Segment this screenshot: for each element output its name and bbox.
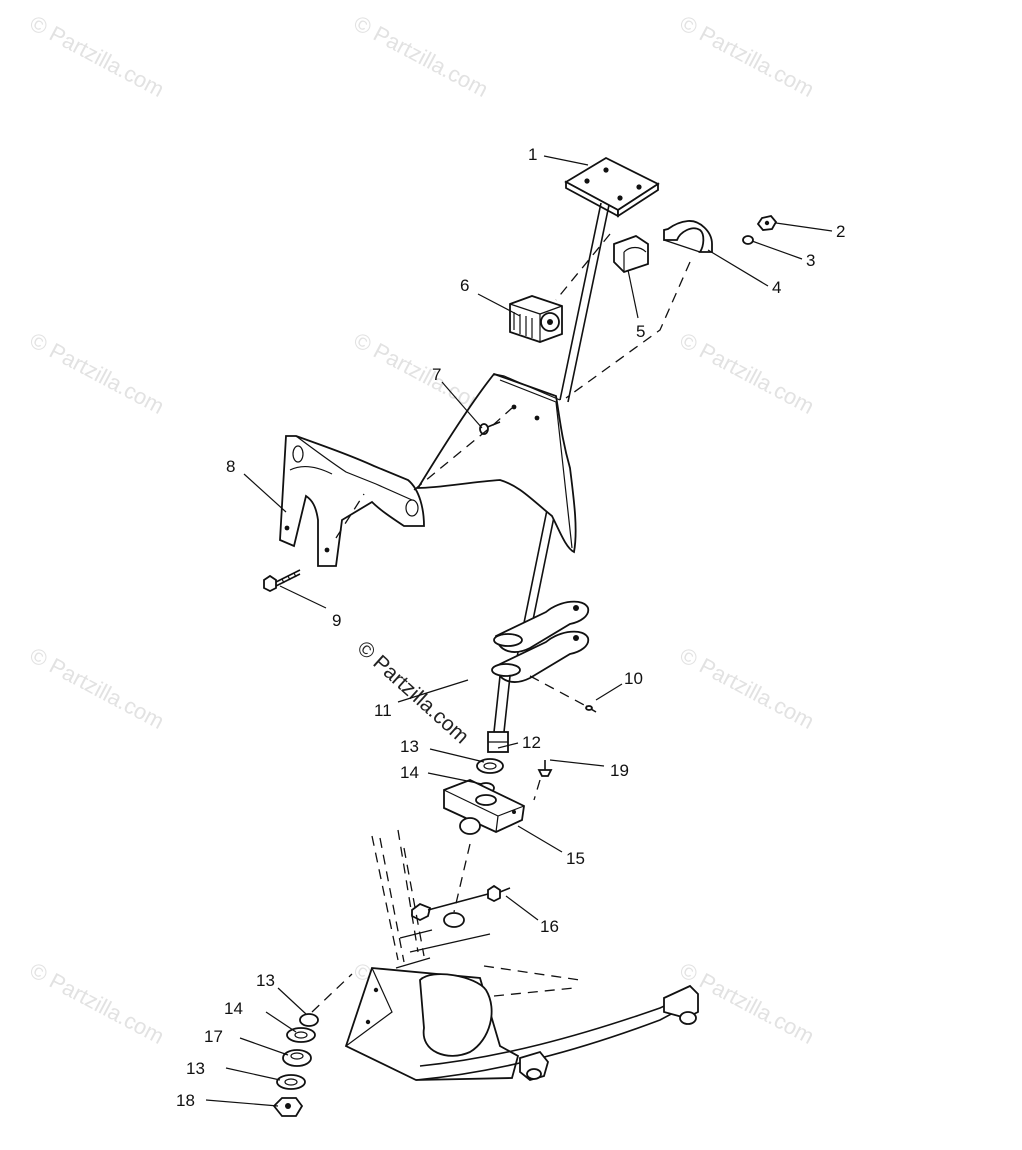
callout-7: 7 xyxy=(432,365,441,384)
clamp-part xyxy=(663,220,713,253)
washer-part xyxy=(742,235,754,245)
washer-upper xyxy=(476,758,504,774)
watermark-text: © Partzilla.com xyxy=(676,10,819,102)
watermark-text: © Partzilla.com xyxy=(350,10,493,102)
callout-12: 12 xyxy=(522,733,541,752)
castle-nut-part xyxy=(282,1049,312,1067)
callout-19: 19 xyxy=(610,761,629,780)
watermark-center: © Partzilla.com xyxy=(353,637,474,749)
callout-10: 10 xyxy=(624,669,643,688)
callout-1: 1 xyxy=(528,145,537,164)
callout-17: 17 xyxy=(204,1027,223,1046)
bolt-part xyxy=(263,569,301,593)
bearing-block-part xyxy=(443,779,525,835)
watermark-layer: © Partzilla.com © Partzilla.com © Partzi… xyxy=(26,10,819,1049)
dash-panel xyxy=(416,372,577,554)
top-plate-part xyxy=(564,156,660,218)
frame-guide-lines xyxy=(371,829,581,997)
watermark-text: © Partzilla.com xyxy=(676,642,819,734)
bushing-part xyxy=(613,234,649,274)
bushing-block-part xyxy=(509,295,563,343)
oring-lower xyxy=(299,1013,319,1027)
callout-leaders xyxy=(205,155,833,1107)
callout-9: 9 xyxy=(332,611,341,630)
callout-13: 13 xyxy=(400,737,419,756)
watermark-text: © Partzilla.com xyxy=(26,642,169,734)
bolt-lower-part xyxy=(411,884,511,928)
callout-6: 6 xyxy=(460,276,469,295)
alignment-lines xyxy=(311,233,691,1013)
callout-15: 15 xyxy=(566,849,585,868)
cotter-pin-part xyxy=(585,705,597,713)
lock-nut-part xyxy=(272,1097,304,1117)
watermark-text: © Partzilla.com xyxy=(26,957,169,1049)
lower-shaft xyxy=(487,675,511,753)
part-drawings xyxy=(263,156,778,1117)
callout-2: 2 xyxy=(836,222,845,241)
callout-14-lower: 13 xyxy=(256,971,275,990)
bracket-part xyxy=(279,435,425,567)
callout-3: 3 xyxy=(806,251,815,270)
washer-lower-1 xyxy=(286,1027,316,1043)
callout-4: 4 xyxy=(772,278,781,297)
callout-16: 16 xyxy=(540,917,559,936)
callout-11: 11 xyxy=(374,701,392,720)
watermark-text: © Partzilla.com xyxy=(26,327,169,419)
callout-5: 5 xyxy=(636,322,645,341)
washer-lower-2 xyxy=(276,1074,306,1090)
rivet-part xyxy=(537,760,553,777)
callout-13-bottom: 13 xyxy=(186,1059,205,1078)
steering-arm xyxy=(491,600,590,683)
watermark-text: © Partzilla.com xyxy=(26,10,169,102)
watermark-text: © Partzilla.com xyxy=(676,327,819,419)
callout-13-lower: 14 xyxy=(224,999,243,1018)
callout-14: 14 xyxy=(400,763,419,782)
callout-numbers: 1 2 3 4 5 6 7 8 9 10 11 12 13 19 14 15 1… xyxy=(176,145,845,1110)
callout-18: 18 xyxy=(176,1091,195,1110)
callout-8: 8 xyxy=(226,457,235,476)
frame-assembly xyxy=(344,967,699,1081)
